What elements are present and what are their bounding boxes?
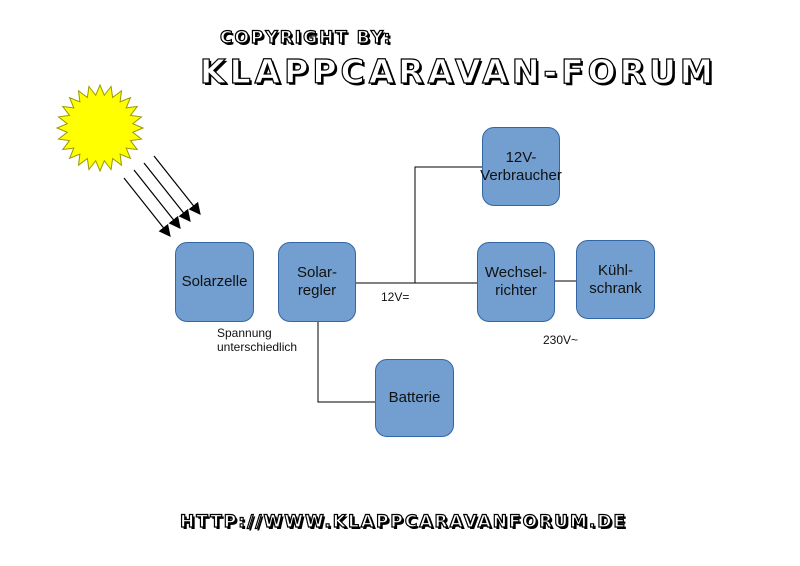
box-batterie: Batterie	[375, 359, 454, 437]
line-regler-batterie	[317, 322, 375, 403]
watermark-copyright: COPYRIGHT BY:	[219, 27, 393, 48]
sunlight-arrow	[143, 162, 191, 222]
sunlight-arrow	[133, 169, 181, 229]
box-kuehlschrank: Kühl- schrank	[576, 240, 655, 319]
label-230v-ac: 230V~	[543, 333, 579, 347]
line-bus-verbraucher	[414, 166, 482, 283]
label-12v-dc: 12V=	[381, 290, 410, 304]
sun-icon	[55, 83, 145, 173]
sunlight-arrows	[123, 155, 201, 237]
sunlight-arrow	[153, 155, 201, 215]
label-spannung: Spannung unterschiedlich	[217, 326, 298, 354]
box-solarzelle: Solarzelle	[175, 242, 254, 322]
box-solarregler: Solar- regler	[278, 242, 356, 322]
box-12v-verbraucher: 12V- Verbraucher	[480, 127, 562, 206]
box-wechselrichter: Wechsel- richter	[477, 242, 555, 322]
watermark-url: HTTP://WWW.KLAPPCARAVANFORUM.DE	[179, 511, 628, 532]
sunlight-arrow	[123, 177, 171, 237]
watermark-forum: KLAPPCARAVAN-FORUM	[199, 51, 717, 91]
